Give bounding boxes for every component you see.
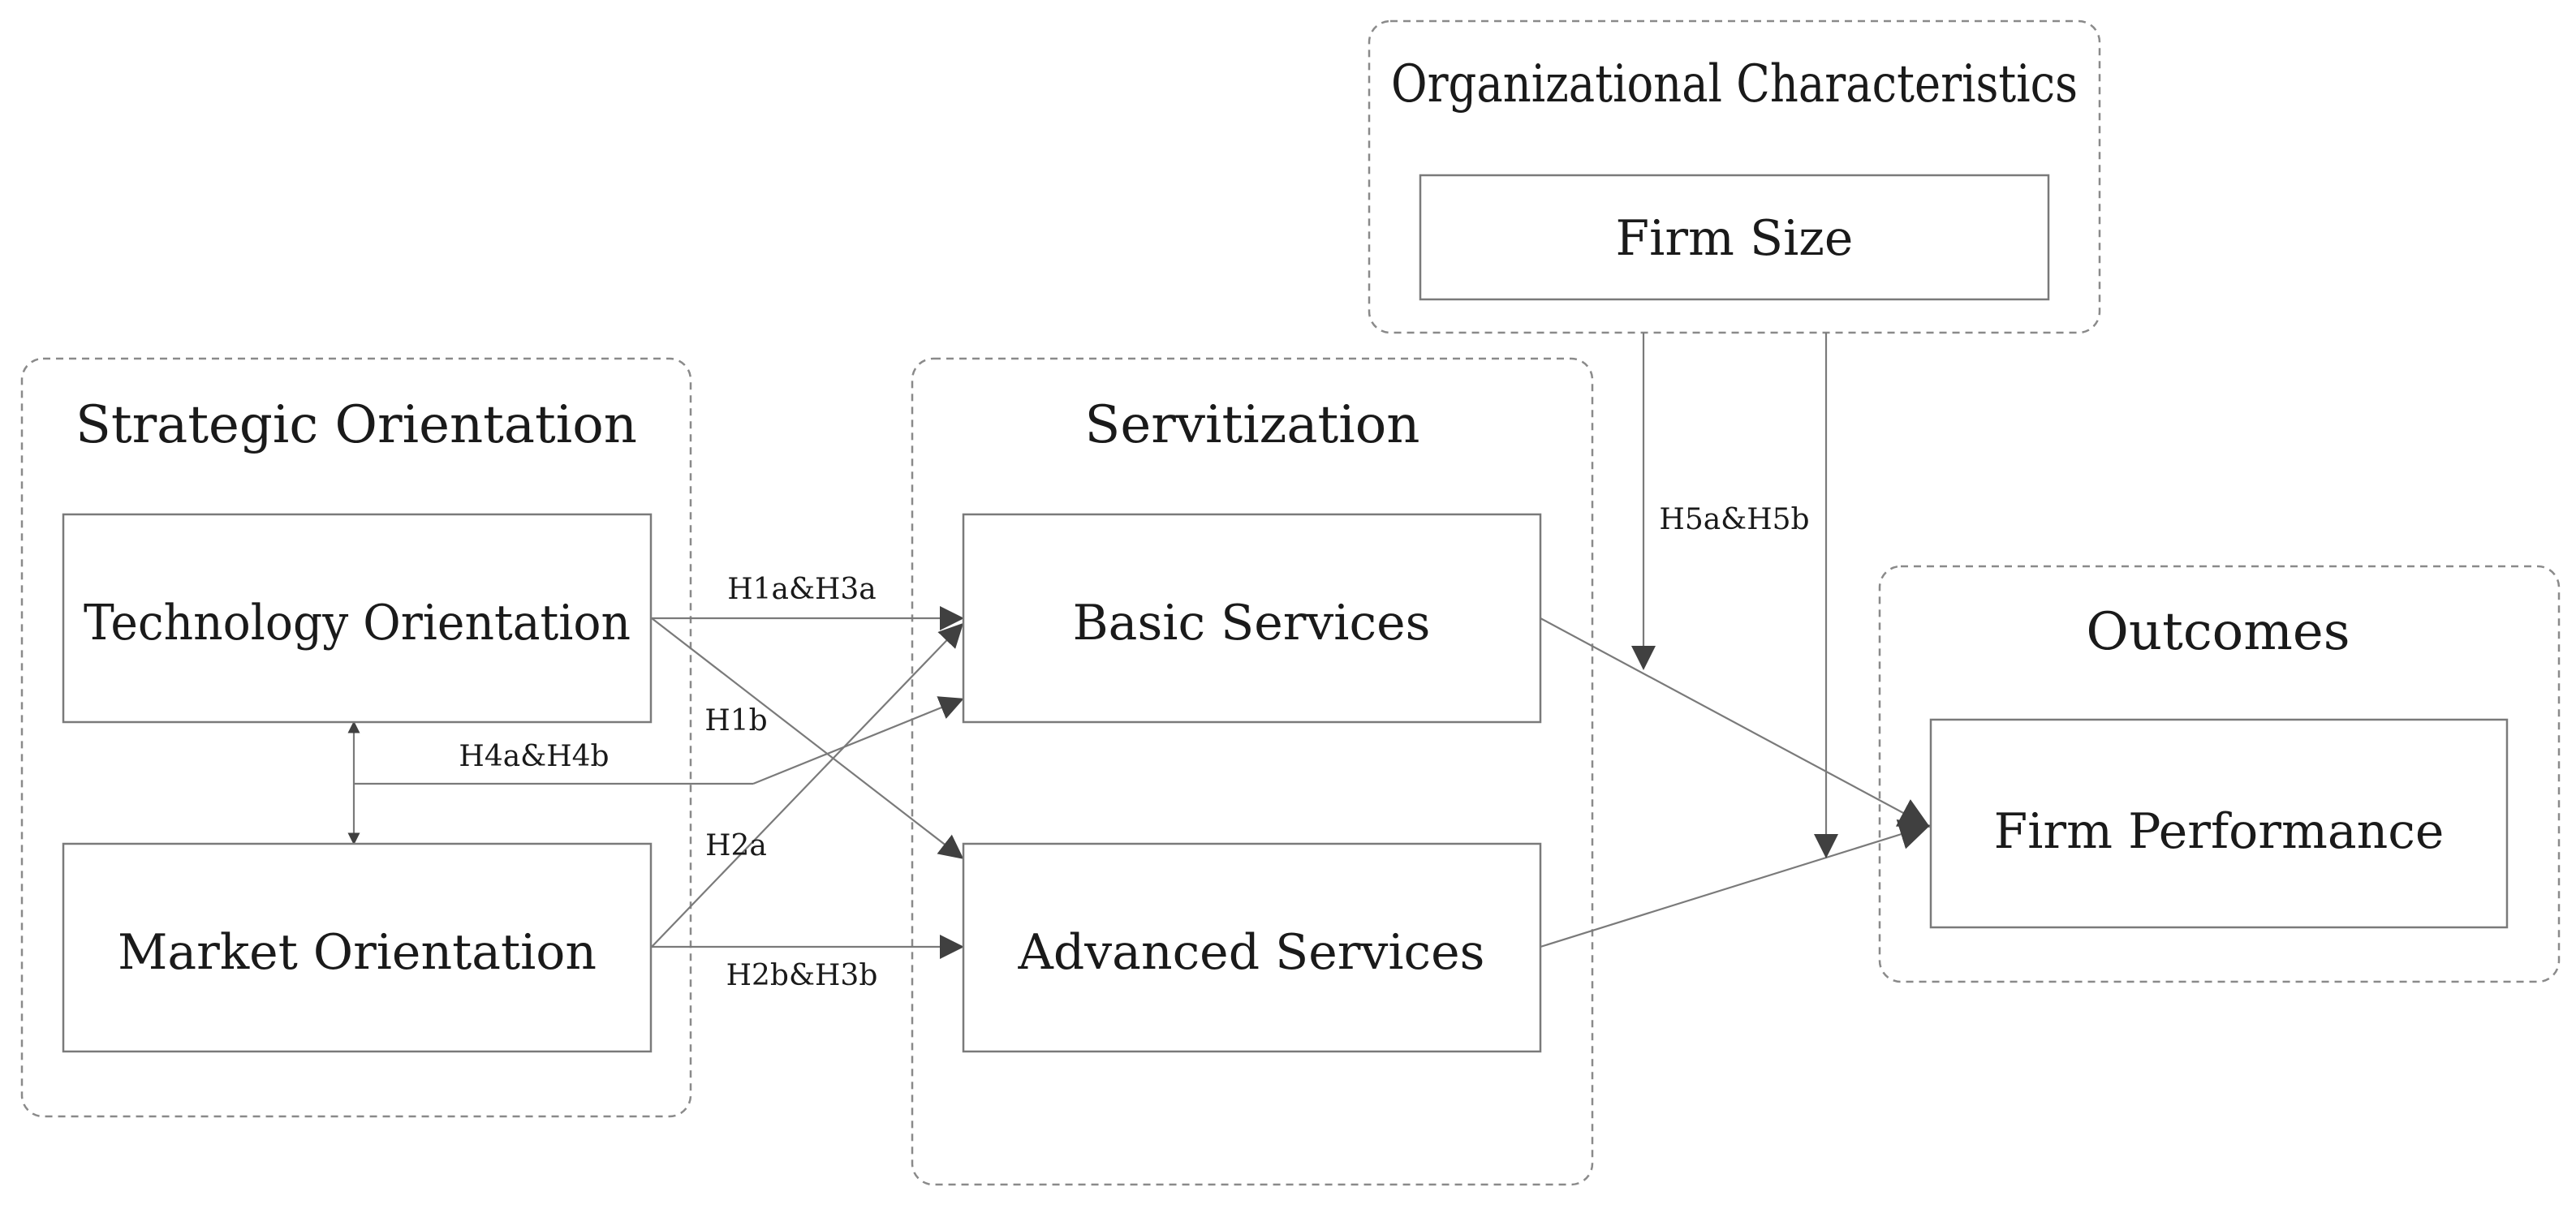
- h1a-h3a-label: H1a&H3a: [727, 573, 877, 606]
- servitization-group: [911, 357, 1594, 1186]
- servitization-title: Servitization: [1085, 395, 1420, 455]
- strategic-orientation-title: Strategic Orientation: [75, 395, 637, 455]
- advanced-to-performance-arrow: [1540, 819, 1931, 948]
- outcomes-title: Outcomes: [2086, 602, 2350, 662]
- advanced-services-label: Advanced Services: [1018, 924, 1485, 981]
- h2a-label: H2a: [705, 829, 767, 862]
- h2a-arrow-to-basic: [651, 622, 964, 948]
- strategic-orientation-group: [20, 357, 692, 1118]
- firm-size-label: Firm Size: [1616, 210, 1854, 267]
- firm-performance-box: [1929, 718, 2509, 929]
- organizational-characteristics-group: [1368, 19, 2101, 334]
- basic-services-label: Basic Services: [1073, 595, 1431, 652]
- organizational-characteristics-title: Organizational Characteristics: [1391, 54, 2078, 114]
- h4a-h4b-label: H4a&H4b: [459, 740, 609, 773]
- firm-performance-label: Firm Performance: [1994, 803, 2445, 860]
- technology-orientation-label: Technology Orientation: [84, 595, 631, 652]
- h2b-h3b-label: H2b&H3b: [726, 959, 878, 992]
- basic-to-performance-arrow: [1540, 617, 1931, 828]
- basic-services-box: [962, 513, 1542, 724]
- h1b-label: H1b: [704, 704, 767, 738]
- h5a-h5b-label: H5a&H5b: [1659, 503, 1809, 536]
- market-orientation-box: [62, 842, 653, 1053]
- advanced-services-box: [962, 842, 1542, 1053]
- technology-orientation-box: [62, 513, 653, 724]
- h1b-arrow: [651, 617, 964, 859]
- outcomes-group: [1878, 565, 2561, 983]
- h4-interaction-to-basic: [752, 696, 964, 785]
- market-orientation-label: Market Orientation: [118, 924, 597, 981]
- firm-size-box: [1419, 174, 2050, 301]
